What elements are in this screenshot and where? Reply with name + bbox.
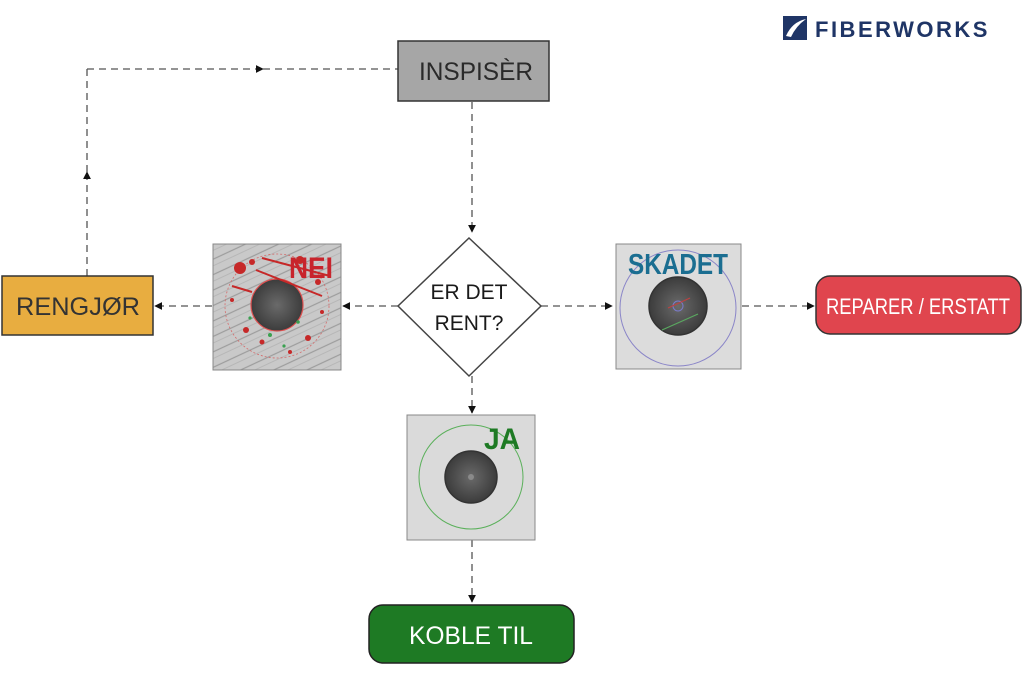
clean-label: RENGJØR bbox=[16, 293, 140, 321]
decision-label-line1: ER DET bbox=[430, 281, 507, 304]
connectors bbox=[83, 65, 815, 603]
repair-label: REPARER / ERSTATT bbox=[826, 294, 1010, 319]
brand-name: FIBERWORKS bbox=[815, 17, 990, 42]
inspect-node: INSPISÈR bbox=[397, 40, 550, 102]
inspect-box bbox=[397, 40, 550, 102]
decision-diamond bbox=[396, 236, 543, 378]
connect-node: KOBLE TIL bbox=[368, 604, 575, 664]
clean-fiber-endface-image: JA bbox=[406, 414, 536, 541]
decision-label-line2: RENT? bbox=[435, 312, 504, 335]
swoosh-square-icon bbox=[783, 16, 807, 40]
clean-box bbox=[1, 275, 154, 336]
dirty-fiber-endface-image: NEI bbox=[212, 243, 342, 371]
repair-box bbox=[815, 275, 1022, 335]
connect-label: KOBLE TIL bbox=[409, 622, 533, 650]
inspect-label: INSPISÈR bbox=[419, 57, 533, 86]
repair-node: REPARER / ERSTATT bbox=[815, 275, 1022, 335]
decision-node: ER DET RENT? bbox=[396, 236, 543, 378]
damaged-image-label: SKADET bbox=[628, 249, 728, 281]
clean-image-label: JA bbox=[484, 423, 520, 456]
clean-node: RENGJØR bbox=[1, 275, 154, 336]
damaged-fiber-endface-image: SKADET bbox=[615, 243, 742, 370]
connect-box bbox=[368, 604, 575, 664]
dirty-image-label: NEI bbox=[289, 252, 333, 285]
brand-logo: FIBERWORKS bbox=[783, 16, 990, 42]
